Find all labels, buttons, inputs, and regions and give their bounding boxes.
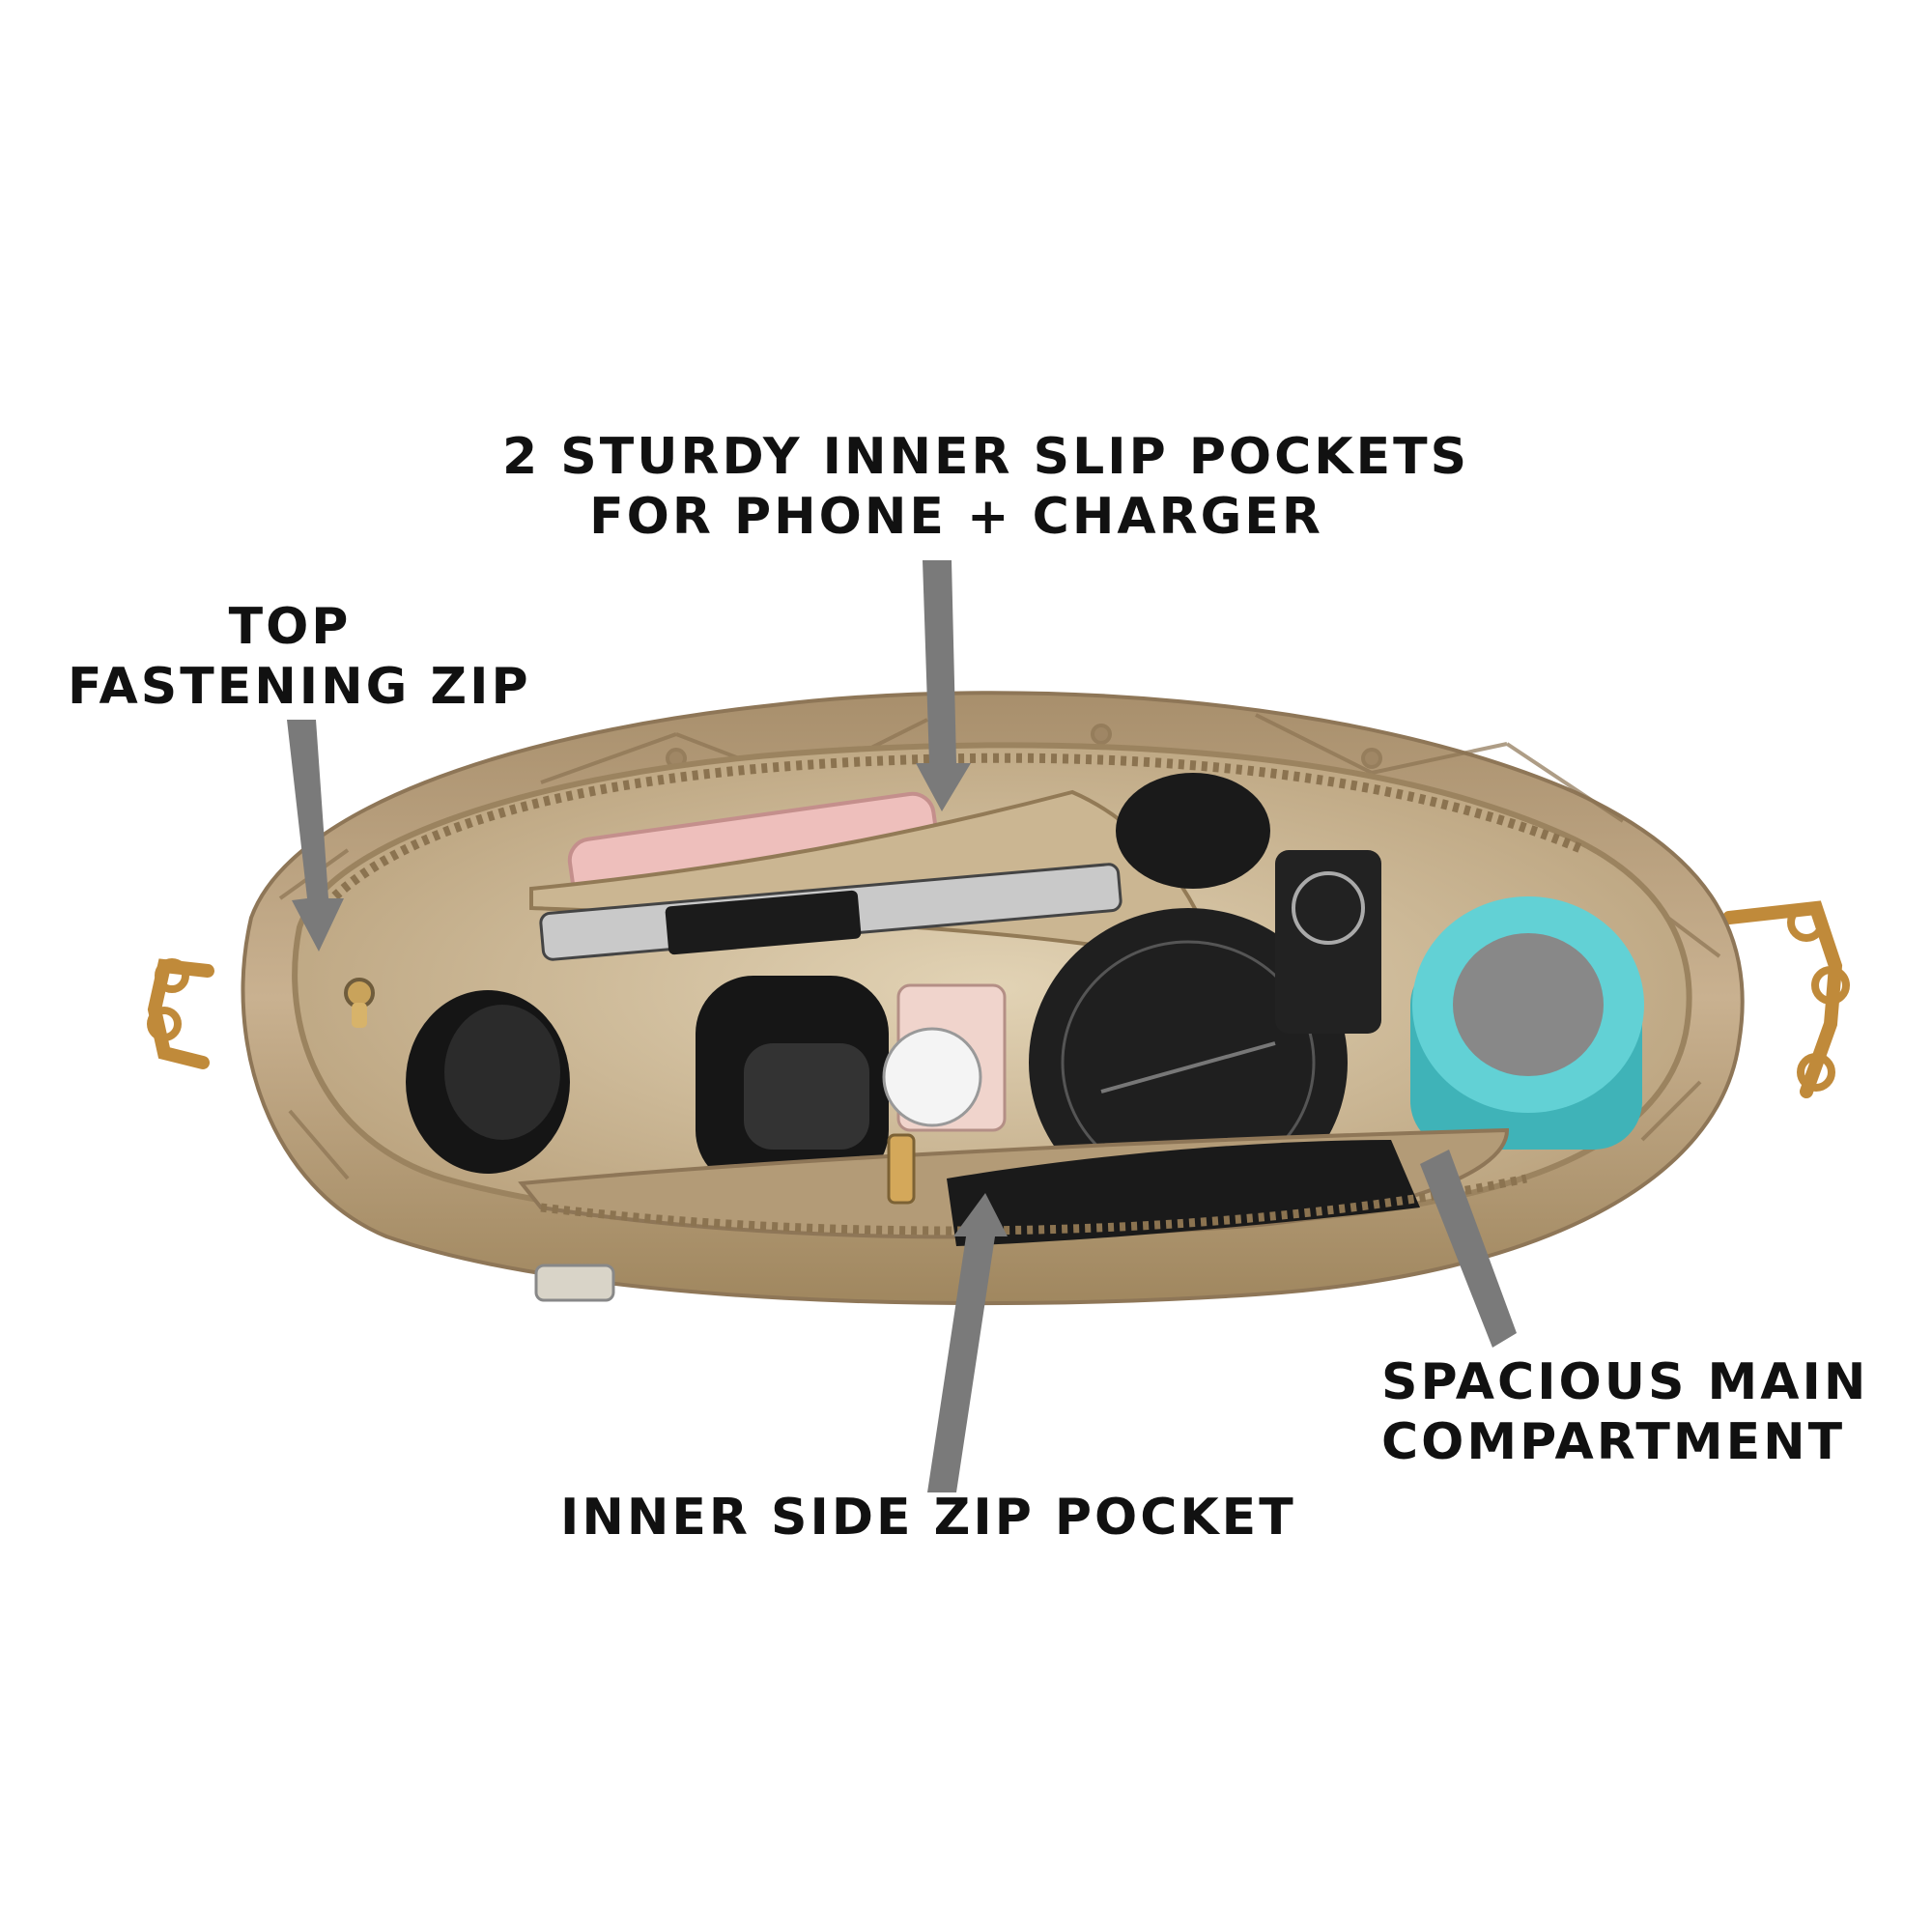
nail-polish-item: [882, 983, 1007, 1132]
side-zipper: [540, 1174, 1527, 1236]
callout-top-zip: TOP FASTENING ZIP: [68, 597, 531, 717]
chain-strap-left: [147, 958, 214, 1069]
callout-side-zip-line1: INNER SIDE ZIP POCKET: [560, 1489, 1296, 1547]
wallet-item: [947, 1140, 1420, 1246]
arrow-icon: [287, 720, 344, 952]
buckle-detail: [534, 1264, 615, 1302]
callout-slip-pockets-line2: FOR PHONE + CHARGER: [589, 488, 1323, 546]
callout-main-compartment-line1: SPACIOUS MAIN: [1381, 1353, 1869, 1411]
chain-strap-right: [1722, 900, 1850, 1098]
arrow-icon: [916, 560, 971, 811]
callout-slip-pockets-line1: 2 STURDY INNER SLIP POCKETS: [502, 428, 1470, 486]
callout-side-zip: INNER SIDE ZIP POCKET: [560, 1488, 1296, 1548]
jar-item: [406, 990, 570, 1174]
callout-main-compartment-line2: COMPARTMENT: [1381, 1413, 1846, 1471]
callout-main-compartment: SPACIOUS MAIN COMPARTMENT: [1381, 1352, 1868, 1472]
top-zipper: [315, 753, 1586, 917]
arrow-icon: [927, 1193, 1008, 1492]
callout-top-zip-line1: TOP: [228, 598, 352, 656]
callout-top-zip-line2: FASTENING ZIP: [68, 658, 531, 716]
zip-pull-top: [344, 978, 375, 1028]
perfume-item: [1116, 773, 1270, 889]
zip-pull-side: [887, 1133, 916, 1205]
bottle-item: [1410, 896, 1644, 1150]
arrow-icon: [1420, 1150, 1517, 1348]
callout-slip-pockets: 2 STURDY INNER SLIP POCKETS FOR PHONE + …: [502, 427, 1470, 547]
